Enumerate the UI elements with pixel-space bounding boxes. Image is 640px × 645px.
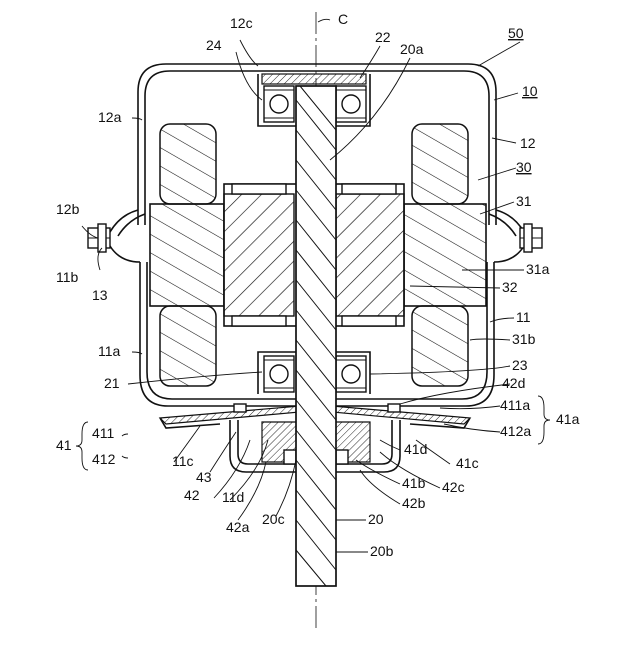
stator-coil-lower-right bbox=[412, 306, 468, 386]
label-11a: 11a bbox=[98, 343, 121, 359]
bolt-right bbox=[520, 224, 542, 252]
label-50: 50 bbox=[508, 25, 524, 41]
label-42d: 42d bbox=[502, 375, 525, 391]
label-21: 21 bbox=[104, 375, 120, 391]
label-12b: 12b bbox=[56, 201, 80, 217]
label-11b: 11b bbox=[56, 269, 79, 285]
shaft bbox=[296, 86, 336, 586]
label-412a: 412a bbox=[500, 423, 531, 439]
label-11d: 11d bbox=[222, 489, 244, 505]
label-12c: 12c bbox=[230, 15, 253, 31]
label-41: 41 bbox=[56, 437, 72, 453]
label-24: 24 bbox=[206, 37, 222, 53]
label-20a: 20a bbox=[400, 41, 424, 57]
bolt-left bbox=[88, 224, 110, 252]
label-31: 31 bbox=[516, 193, 532, 209]
label-42b: 42b bbox=[402, 495, 426, 511]
label-41c: 41c bbox=[456, 455, 479, 471]
label-12a: 12a bbox=[98, 109, 122, 125]
stator-coil-lower-left bbox=[160, 306, 216, 386]
label-41d: 41d bbox=[404, 441, 427, 457]
label-41a: 41a bbox=[556, 411, 580, 427]
label-20b: 20b bbox=[370, 543, 394, 559]
label-C: C bbox=[338, 11, 348, 27]
label-411: 411 bbox=[92, 425, 115, 441]
label-41b: 41b bbox=[402, 475, 426, 491]
label-42a: 42a bbox=[226, 519, 250, 535]
label-31a: 31a bbox=[526, 261, 550, 277]
label-22: 22 bbox=[375, 29, 391, 45]
label-11: 11 bbox=[516, 309, 531, 325]
label-412: 412 bbox=[92, 451, 116, 467]
label-32: 32 bbox=[502, 279, 518, 295]
label-20c: 20c bbox=[262, 511, 285, 527]
label-20: 20 bbox=[368, 511, 384, 527]
label-13: 13 bbox=[92, 287, 108, 303]
label-30: 30 bbox=[516, 159, 532, 175]
label-10: 10 bbox=[522, 83, 538, 99]
label-23: 23 bbox=[512, 357, 528, 373]
label-411a: 411a bbox=[500, 397, 530, 413]
stator-coil-upper-right bbox=[412, 124, 468, 204]
label-11c: 11c bbox=[172, 453, 194, 469]
label-42c: 42c bbox=[442, 479, 465, 495]
label-43: 43 bbox=[196, 469, 212, 485]
label-12: 12 bbox=[520, 135, 536, 151]
stator-coil-upper-left bbox=[160, 124, 216, 204]
label-42: 42 bbox=[184, 487, 200, 503]
label-31b: 31b bbox=[512, 331, 536, 347]
